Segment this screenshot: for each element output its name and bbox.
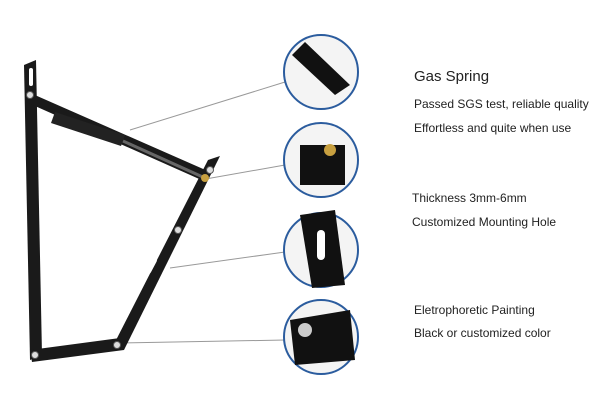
feature-line: Black or customized color <box>414 326 551 340</box>
feature-line: Thickness 3mm-6mm <box>412 191 527 205</box>
feature-line: Effortless and quite when use <box>414 121 572 135</box>
leader-line <box>169 251 286 269</box>
gas-spring-rod <box>122 139 206 180</box>
lid-stay-bracket <box>24 60 220 362</box>
support-plate <box>112 156 220 350</box>
gas-spring-cylinder <box>51 112 125 146</box>
vertical-bar <box>24 60 42 360</box>
feature-line: Passed SGS test, reliable quality <box>414 97 589 111</box>
mounting-hole <box>317 230 325 260</box>
bottom-bar <box>30 338 124 362</box>
slot-hole <box>29 68 33 86</box>
gas-spring-detail <box>292 42 350 95</box>
leader-lines <box>119 81 286 344</box>
slot-hole <box>147 258 157 274</box>
brass-fitting <box>201 174 209 182</box>
leader-line <box>119 339 286 344</box>
fitting-detail <box>300 145 345 185</box>
feature-line: Eletrophoretic Painting <box>414 303 535 317</box>
leader-line <box>129 81 286 131</box>
feature-title: Gas Spring <box>414 68 490 85</box>
feature-line: Customized Mounting Hole <box>412 215 557 229</box>
leader-line <box>199 164 286 181</box>
